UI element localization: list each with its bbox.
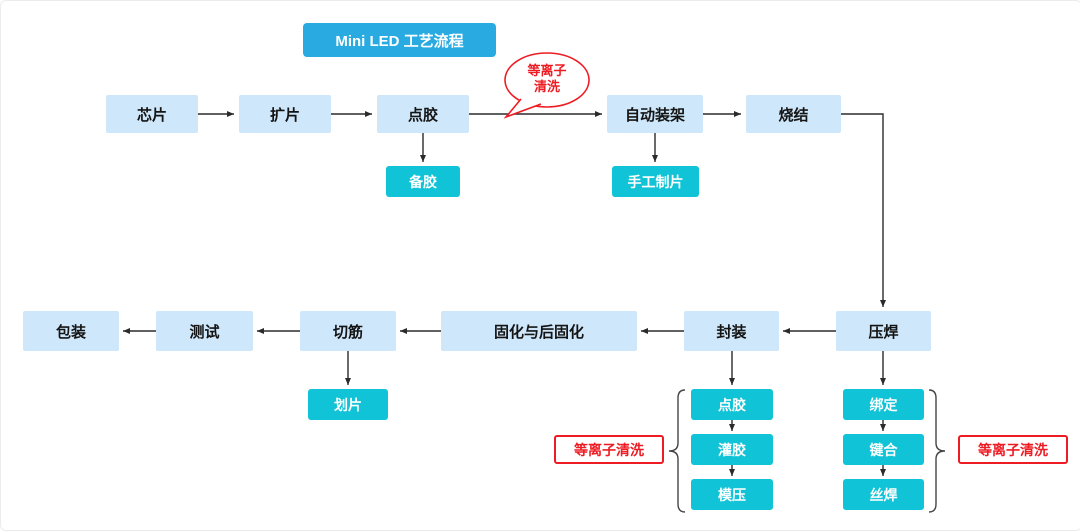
node-wire-weld: 丝焊 [843,479,924,510]
arrow-sinter-pressweld [841,113,886,307]
plasma-bubble-text: 等离子 清洗 [505,63,589,95]
node-press-weld: 压焊 [836,311,931,351]
node-dicing: 划片 [308,389,388,420]
diagram-title: Mini LED 工艺流程 [303,23,496,57]
node-manual-sheet: 手工制片 [612,166,699,197]
node-packing: 包装 [23,311,119,351]
node-binding: 绑定 [843,389,924,420]
node-expand: 扩片 [239,95,331,133]
node-fill-glue: 灌胶 [691,434,773,465]
node-bonding: 键合 [843,434,924,465]
node-trim: 切筋 [300,311,396,351]
node-sinter: 烧结 [746,95,841,133]
node-dispense-2: 点胶 [691,389,773,420]
plasma-label-right: 等离子清洗 [958,435,1068,464]
node-chip: 芯片 [106,95,198,133]
node-encapsulate: 封装 [684,311,779,351]
node-auto-mount: 自动装架 [607,95,703,133]
left-group-brace-icon [668,389,686,513]
node-dispense-1: 点胶 [377,95,469,133]
plasma-label-left: 等离子清洗 [554,435,664,464]
plasma-bubble-line1: 等离子 [527,63,567,78]
plasma-bubble-line2: 清洗 [533,79,560,94]
right-group-brace-icon [928,389,946,513]
node-test: 测试 [156,311,253,351]
node-cure-postcure: 固化与后固化 [441,311,637,351]
node-prepare-glue: 备胶 [386,166,460,197]
node-molding: 模压 [691,479,773,510]
